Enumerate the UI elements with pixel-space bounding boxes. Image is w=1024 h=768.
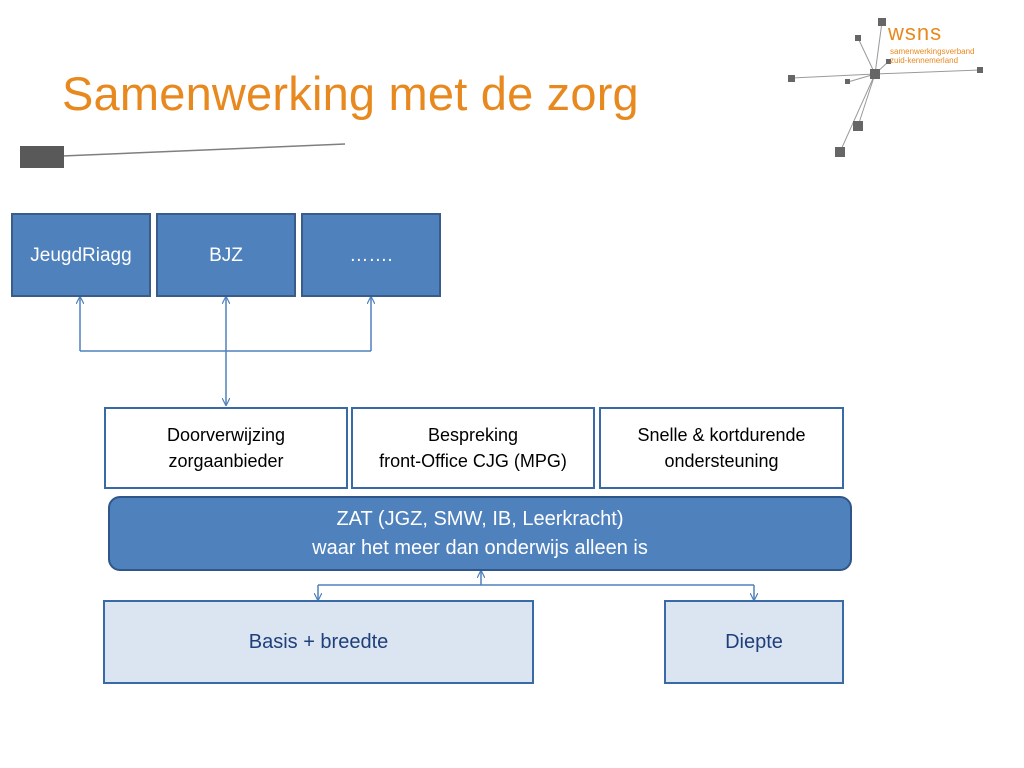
snelle-ondersteuning-line-1: Snelle & kortdurende xyxy=(637,425,806,445)
basis-breedte-box: Basis + breedte xyxy=(103,600,534,684)
doorverwijzing-line-1: Doorverwijzing xyxy=(166,425,286,445)
other-provider-label: ……. xyxy=(349,245,393,266)
bjz-box: BJZ xyxy=(156,213,296,297)
jeugdriagg-label: JeugdRiagg xyxy=(30,245,132,266)
basis-breedte-label: Basis + breedte xyxy=(248,630,389,653)
snelle-ondersteuning-box: Snelle & kortdurende ondersteuning xyxy=(599,407,844,489)
wsns-logo-icon xyxy=(788,18,983,157)
diepte-label: Diepte xyxy=(725,630,783,653)
bespreking-line-2: front-Office CJG (MPG) xyxy=(379,451,567,471)
zat-line-2: waar het meer dan onderwijs alleen is xyxy=(312,536,648,559)
diepte-box: Diepte xyxy=(664,600,844,684)
bespreking-line-1: Bespreking xyxy=(427,425,519,445)
logo-wordmark: wsns xyxy=(888,20,943,45)
zat-box: ZAT (JGZ, SMW, IB, Leerkracht) waar het … xyxy=(108,496,852,571)
doorverwijzing-box: Doorverwijzing zorgaanbieder xyxy=(104,407,348,489)
other-provider-box: ……. xyxy=(301,213,441,297)
slide-title: Samenwerking met de zorg xyxy=(62,67,639,120)
logo-subtitle: samenwerkingsverband zuid-kennemerland xyxy=(890,47,975,65)
doorverwijzing-line-2: zorgaanbieder xyxy=(168,451,284,471)
logo-subtitle-line-1: samenwerkingsverband xyxy=(890,47,975,56)
bespreking-box: Bespreking front-Office CJG (MPG) xyxy=(351,407,595,489)
zat-line-1: ZAT (JGZ, SMW, IB, Leerkracht) xyxy=(336,507,624,530)
logo-subtitle-line-2: zuid-kennemerland xyxy=(890,56,959,65)
jeugdriagg-box: JeugdRiagg xyxy=(11,213,151,297)
bjz-label: BJZ xyxy=(209,245,243,266)
snelle-ondersteuning-line-2: ondersteuning xyxy=(664,451,779,471)
